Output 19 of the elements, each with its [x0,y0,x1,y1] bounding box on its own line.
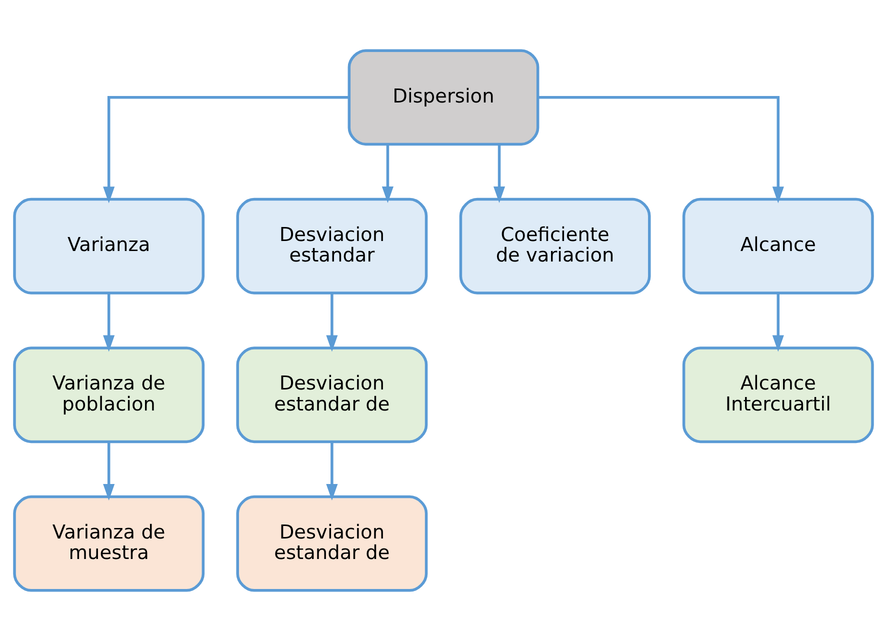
node-box: Varianza [12,198,204,294]
arrow [381,144,394,204]
node-box: Varianza de muestra [12,495,204,592]
arrow [326,293,338,352]
node-box: Alcance Intercuartil [682,346,874,444]
arrow [772,293,784,352]
node-box: Desviacion estandar de [236,346,428,444]
node-box: Alcance [682,198,874,294]
arrow [102,96,348,204]
arrow [102,442,114,501]
arrow [538,96,784,204]
arrow [102,293,114,352]
node-box: Desviacion estandar de [236,495,428,592]
node-box: Coeficiente de variacion [458,198,650,294]
node-box: Desviacion estandar [236,198,428,294]
arrow [326,442,338,500]
node-box: Varianza de poblacion [12,346,204,444]
arrow [492,144,505,204]
node-box: Dispersion [347,49,539,146]
